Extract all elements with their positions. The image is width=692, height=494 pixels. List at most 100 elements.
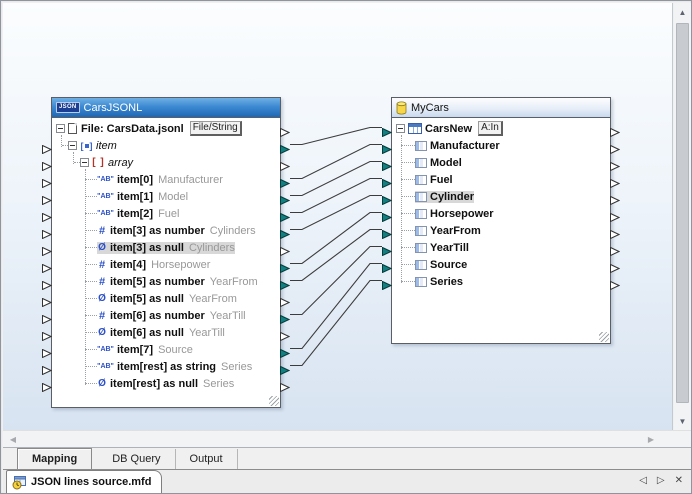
connected-input-connector[interactable] [382,124,393,138]
connected-output-connector[interactable] [280,311,291,325]
resize-grip[interactable] [599,332,609,342]
tree-row[interactable]: YearFrom [392,222,610,239]
unconnected-output-connector[interactable] [610,260,621,274]
collapse-toggle-icon[interactable] [396,124,405,133]
unconnected-output-connector[interactable] [610,141,621,155]
unconnected-input-connector[interactable] [42,345,53,359]
unconnected-output-connector[interactable] [280,243,291,257]
connected-output-connector[interactable] [280,192,291,206]
tree-row[interactable]: "AB"item[7]Source [52,341,280,358]
connected-output-connector[interactable] [280,260,291,274]
tree-row[interactable]: Manufacturer [392,137,610,154]
collapse-toggle-icon[interactable] [68,141,77,150]
connected-output-connector[interactable] [280,362,291,376]
tree-row[interactable]: Source [392,256,610,273]
tree-row[interactable]: Model [392,154,610,171]
connected-output-connector[interactable] [280,277,291,291]
connected-output-connector[interactable] [280,345,291,359]
unconnected-output-connector[interactable] [610,175,621,189]
tab-output[interactable]: Output [176,449,238,469]
connected-input-connector[interactable] [382,175,393,189]
collapse-toggle-icon[interactable] [56,124,65,133]
connected-input-connector[interactable] [382,226,393,240]
unconnected-input-connector[interactable] [42,362,53,376]
unconnected-output-connector[interactable] [280,158,291,172]
unconnected-input-connector[interactable] [42,294,53,308]
document-tab[interactable]: JSON lines source.mfd [6,470,163,493]
unconnected-output-connector[interactable] [610,192,621,206]
unconnected-output-connector[interactable] [610,124,621,138]
unconnected-output-connector[interactable] [280,328,291,342]
unconnected-input-connector[interactable] [42,311,53,325]
tree-row[interactable]: YearTill [392,239,610,256]
unconnected-output-connector[interactable] [610,277,621,291]
vertical-scrollbar-thumb[interactable] [676,23,689,403]
connected-input-connector[interactable] [382,243,393,257]
unconnected-input-connector[interactable] [42,328,53,342]
unconnected-input-connector[interactable] [42,175,53,189]
unconnected-output-connector[interactable] [280,379,291,393]
resize-grip[interactable] [269,396,279,406]
tab-db-query[interactable]: DB Query [98,449,176,469]
connected-output-connector[interactable] [280,209,291,223]
tree-row[interactable]: Horsepower [392,205,610,222]
unconnected-input-connector[interactable] [42,209,53,223]
unconnected-output-connector[interactable] [610,226,621,240]
connected-input-connector[interactable] [382,260,393,274]
connected-input-connector[interactable] [382,192,393,206]
connected-input-connector[interactable] [382,209,393,223]
file-string-button[interactable]: File/String [189,121,242,136]
unconnected-input-connector[interactable] [42,260,53,274]
tab-mapping[interactable]: Mapping [17,448,93,469]
tree-row[interactable]: Series [392,273,610,290]
unconnected-output-connector[interactable] [610,209,621,223]
unconnected-input-connector[interactable] [42,226,53,240]
tree-row[interactable]: Fuel [392,171,610,188]
collapse-toggle-icon[interactable] [80,158,89,167]
unconnected-input-connector[interactable] [42,192,53,206]
unconnected-input-connector[interactable] [42,277,53,291]
close-document-icon[interactable]: ✕ [674,475,683,486]
prev-document-icon[interactable]: ◁ [639,475,647,486]
unconnected-output-connector[interactable] [280,294,291,308]
tree-row[interactable]: "AB"item[2]Fuel [52,205,280,222]
scroll-up-icon[interactable]: ▲ [678,7,687,17]
connected-output-connector[interactable] [280,141,291,155]
unconnected-output-connector[interactable] [280,124,291,138]
unconnected-input-connector[interactable] [42,379,53,393]
target-component-header[interactable]: MyCars [392,98,610,118]
tree-row[interactable]: [ ]array [52,154,280,171]
connected-output-connector[interactable] [280,175,291,189]
unconnected-output-connector[interactable] [610,243,621,257]
connected-input-connector[interactable] [382,277,393,291]
connected-input-connector[interactable] [382,158,393,172]
connected-output-connector[interactable] [280,226,291,240]
tree-row[interactable]: []item [52,137,280,154]
horizontal-scrollbar[interactable]: ◀ ▶ [3,430,691,447]
tree-row[interactable]: #item[4]Horsepower [52,256,280,273]
tree-row[interactable]: "AB"item[0]Manufacturer [52,171,280,188]
next-document-icon[interactable]: ▷ [656,475,665,486]
tree-row[interactable]: "AB"item[1]Model [52,188,280,205]
scroll-left-icon[interactable]: ◀ [9,435,17,444]
table-action-button[interactable]: A:In [478,121,503,136]
unconnected-input-connector[interactable] [42,158,53,172]
connected-input-connector[interactable] [382,141,393,155]
unconnected-input-connector[interactable] [42,243,53,257]
scroll-down-icon[interactable]: ▼ [678,416,687,426]
unconnected-input-connector[interactable] [42,141,53,155]
source-component-header[interactable]: JSON CarsJSONL [52,98,280,118]
tree-row[interactable]: Cylinder [392,188,610,205]
scroll-right-icon[interactable]: ▶ [647,435,655,444]
